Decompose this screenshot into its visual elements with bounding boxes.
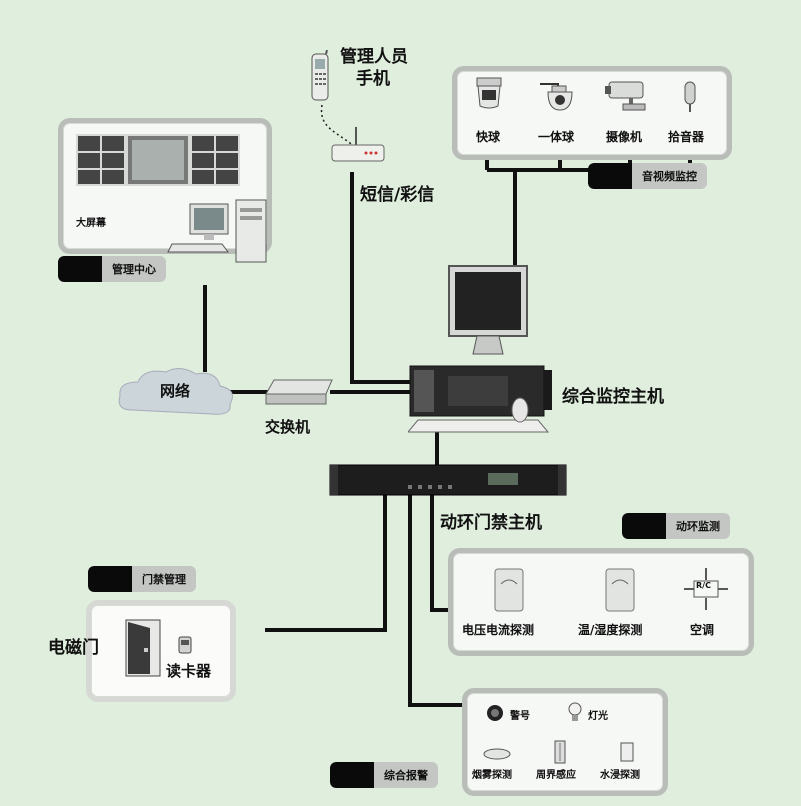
water-sensor-icon [620, 742, 634, 762]
microphone-icon [682, 80, 698, 114]
mgmt-phone-line2: 手机 [356, 69, 390, 89]
av-monitoring-tag: 音视频监控 [588, 163, 707, 189]
alarm-item-4: 水浸探测 [600, 770, 640, 781]
mgmt-phone-line1: 管理人员 [340, 47, 408, 67]
air-conditioner-icon [682, 566, 730, 612]
env-item-1: 温/湿度探测 [578, 623, 643, 637]
voltage-detector-icon [494, 568, 524, 612]
access-control-tag: 门禁管理 [88, 566, 196, 592]
sms-gateway-icon [330, 125, 390, 165]
siren-icon [486, 704, 504, 722]
management-center-tag: 管理中心 [58, 256, 166, 282]
speed-dome-icon [474, 76, 504, 110]
av-item-2: 摄像机 [606, 130, 643, 144]
alarm-tag: 综合报警 [330, 762, 438, 788]
card-reader-label: 读卡器 [166, 662, 212, 680]
door-label: 电磁门 [48, 638, 99, 658]
av-item-3: 拾音器 [668, 130, 705, 144]
env-monitoring-tag: 动环监测 [622, 513, 730, 539]
camera-icon [605, 80, 651, 112]
host-server-icon [408, 362, 554, 434]
humidity-detector-icon [605, 568, 635, 612]
big-screen-label: 大屏幕 [76, 218, 106, 229]
integrated-dome-icon [538, 80, 582, 112]
alarm-item-3: 周界感应 [536, 770, 576, 781]
env-item-0: 电压电流探测 [462, 623, 535, 637]
sms-label: 短信/彩信 [360, 185, 435, 205]
network-label: 网络 [160, 382, 191, 400]
switch-label: 交换机 [265, 418, 311, 436]
access-control-panel [86, 600, 236, 702]
video-wall [76, 134, 240, 186]
env-host-icon [328, 463, 568, 501]
card-reader-icon [178, 636, 192, 654]
alarm-item-2: 烟雾探测 [472, 770, 512, 781]
alarm-item-1: 灯光 [588, 711, 608, 722]
env-host-label: 动环门禁主机 [440, 513, 542, 533]
av-item-0: 快球 [476, 130, 501, 144]
host-label: 综合监控主机 [562, 387, 664, 407]
electromagnetic-door-icon [124, 618, 164, 678]
ac-rc-label: R/C [696, 581, 711, 590]
av-item-1: 一体球 [538, 130, 575, 144]
env-item-2: 空调 [690, 623, 715, 637]
smoke-detector-icon [482, 746, 512, 760]
perimeter-sensor-icon [554, 740, 566, 764]
phone-icon [308, 50, 332, 102]
workstation-icon [166, 196, 278, 268]
host-monitor-icon [447, 264, 529, 370]
alarm-item-0: 警号 [510, 711, 530, 722]
switch-icon [262, 376, 338, 408]
network-cloud-icon [116, 366, 238, 418]
light-bulb-icon [568, 702, 582, 724]
